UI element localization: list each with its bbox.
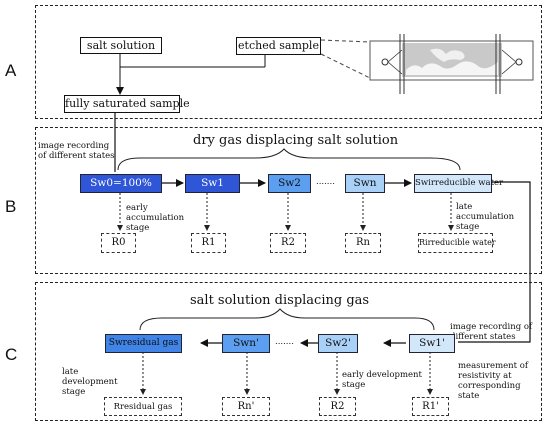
panel-a-frame <box>35 5 542 119</box>
panel-label-b: B <box>5 197 17 216</box>
result-r2: R2 <box>270 233 306 253</box>
result-r2-c: R2 <box>319 397 356 416</box>
late-accumulation-note: late accumulation stage <box>456 202 515 232</box>
early-development-note: early development stage <box>342 370 422 390</box>
result-r-irreducible: Rirreducible water <box>418 233 496 253</box>
panel-b-title: dry gas displacing salt solution <box>193 133 399 148</box>
result-r0: R0 <box>101 233 136 253</box>
panel-label-a: A <box>5 61 17 80</box>
late-development-note: late development stage <box>62 367 118 397</box>
step-swn-prime: Swn' <box>222 334 270 353</box>
step-sw-irreducible: Swirreducible water <box>414 174 503 193</box>
early-accumulation-note: early accumulation stage <box>126 203 185 233</box>
panel-label-c: C <box>5 345 18 364</box>
panel-b-image-note: image recording of different states <box>38 141 115 161</box>
panel-b-ellipsis: ....... <box>316 177 335 187</box>
result-rn-prime: Rn' <box>222 397 270 416</box>
step-swn: Swn <box>345 174 385 193</box>
step-sw2: Sw2 <box>268 174 311 193</box>
step-sw2-prime: Sw2' <box>318 334 358 353</box>
step-sw1-prime: Sw1' <box>409 334 455 353</box>
panel-c-frame <box>35 282 542 421</box>
step-sw0: Sw0=100% <box>80 174 162 193</box>
result-r1-prime: R1' <box>412 397 449 416</box>
fully-saturated-box: fully saturated sample <box>64 95 190 113</box>
step-sw1: Sw1 <box>185 174 240 193</box>
panel-c-title: salt solution displacing gas <box>190 293 370 308</box>
result-r1: R1 <box>191 233 226 253</box>
step-sw-residual-gas: Swresidual gas <box>105 334 182 353</box>
result-r-residual-gas: Rresidual gas <box>104 397 182 416</box>
result-rn: Rn <box>345 233 381 253</box>
panel-c-image-note: image recording of different states <box>450 322 533 342</box>
panel-c-ellipsis: ....... <box>275 337 294 347</box>
measurement-note: measurement of resistivity at correspond… <box>458 361 529 401</box>
panel-b-frame <box>35 127 542 274</box>
etched-sample-box: etched sample <box>236 37 321 55</box>
salt-solution-box: salt solution <box>80 37 162 54</box>
